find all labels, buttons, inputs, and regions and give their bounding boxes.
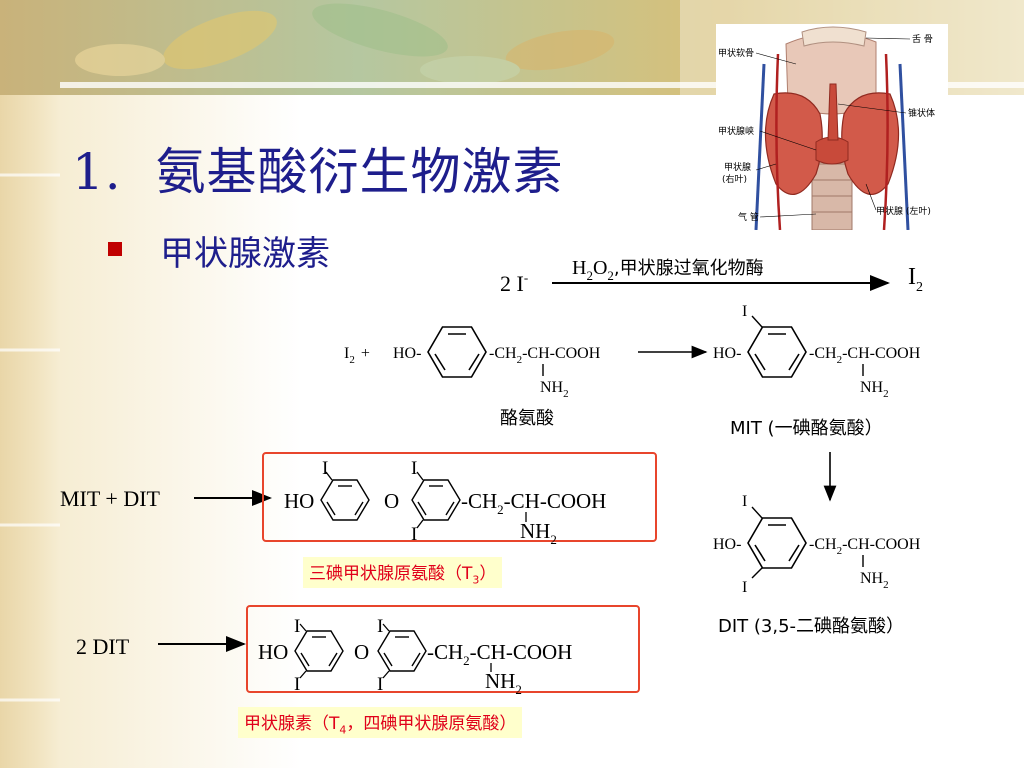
t3-formation: MIT + DIT HO I O I I -CH2-CH-COOH NH2: [60, 452, 657, 547]
svg-text:I: I: [411, 458, 417, 479]
svg-text:HO-: HO-: [713, 345, 741, 362]
label-trachea: 气 管: [738, 211, 759, 223]
svg-text:I: I: [294, 616, 300, 637]
svg-text:O: O: [354, 640, 369, 664]
svg-text:-CH2-CH-COOH: -CH2-CH-COOH: [427, 640, 572, 668]
label-pyramid: 锥状体: [908, 107, 935, 119]
bullet-text: 甲状腺激素: [160, 234, 330, 274]
bullet-square-icon: [108, 242, 122, 256]
dit-label: DIT (3,5-二碘酪氨酸）: [718, 616, 904, 637]
label-right-lobe: 甲状腺: [724, 161, 751, 173]
svg-text:2 I-: 2 I-: [500, 270, 528, 296]
svg-text:H2O2,甲状腺过氧化物酶: H2O2,甲状腺过氧化物酶: [572, 257, 764, 283]
t4-reactants: 2 DIT: [76, 634, 130, 659]
t4-caption: 甲状腺素（T4，四碘甲状腺原氨酸）: [238, 707, 523, 739]
svg-text:I2+: I2+: [344, 345, 370, 366]
t3-caption: 三碘甲状腺原氨酸（T3）: [303, 557, 503, 589]
label-right-lobe-paren: (右叶): [722, 173, 747, 185]
svg-text:NH2: NH2: [860, 379, 889, 400]
mit-label: MIT (一碘酪氨酸）: [730, 418, 883, 439]
svg-text:I: I: [294, 674, 300, 695]
title-text: 氨基酸衍生物激素: [155, 143, 564, 201]
svg-text:HO: HO: [284, 489, 314, 513]
svg-text:-CH2-CH-COOH: -CH2-CH-COOH: [461, 489, 606, 517]
t4-box: [246, 605, 640, 693]
svg-text:-CH2-CH-COOH: -CH2-CH-COOH: [489, 345, 601, 366]
reaction-tyrosine-iodination: I2+ HO- -CH2-CH-COOH NH2 酪氨酸 HO- I -CH2-…: [344, 303, 921, 439]
svg-text:I: I: [742, 493, 747, 510]
label-left-lobe: 甲状腺 (左叶): [876, 205, 931, 217]
label-cartilage: 甲状软骨: [718, 47, 754, 59]
svg-text:I: I: [411, 524, 417, 545]
svg-text:NH2: NH2: [485, 669, 522, 697]
svg-text:I: I: [377, 616, 383, 637]
svg-text:-CH2-CH-COOH: -CH2-CH-COOH: [809, 536, 921, 557]
svg-text:NH2: NH2: [520, 519, 557, 547]
svg-text:HO-: HO-: [393, 345, 421, 362]
svg-text:HO: HO: [258, 640, 288, 664]
svg-text:I: I: [742, 303, 747, 320]
title-number: 1.: [72, 143, 122, 201]
svg-text:-CH2-CH-COOH: -CH2-CH-COOH: [809, 345, 921, 366]
dit-structure: HO- I I -CH2-CH-COOH NH2 DIT (3,5-二碘酪氨酸）: [713, 493, 921, 637]
thyroid-anatomy-image: 甲状软骨 舌 骨 锥状体 甲状腺峡 甲状腺 (右叶) 气 管 甲状腺 (左叶): [716, 24, 948, 230]
t3-reactants: MIT + DIT: [60, 486, 161, 511]
reaction-iodide-oxidation: 2 I- H2O2,甲状腺过氧化物酶 I2: [500, 257, 923, 296]
svg-text:I2: I2: [908, 264, 923, 295]
label-hyoid: 舌 骨: [912, 34, 933, 45]
svg-text:O: O: [384, 489, 399, 513]
svg-text:NH2: NH2: [860, 570, 889, 591]
slide-title: 1. 氨基酸衍生物激素: [72, 132, 564, 204]
svg-text:NH2: NH2: [540, 379, 569, 400]
label-isthmus: 甲状腺峡: [718, 125, 754, 137]
svg-text:I: I: [322, 458, 328, 479]
t4-formation: 2 DIT HO I I O I I -CH2-CH-COOH NH2: [76, 605, 640, 697]
svg-text:I: I: [377, 674, 383, 695]
svg-text:I: I: [742, 579, 747, 596]
t3-box: [262, 452, 657, 542]
svg-text:HO-: HO-: [713, 536, 741, 553]
tyrosine-label: 酪氨酸: [500, 408, 554, 429]
